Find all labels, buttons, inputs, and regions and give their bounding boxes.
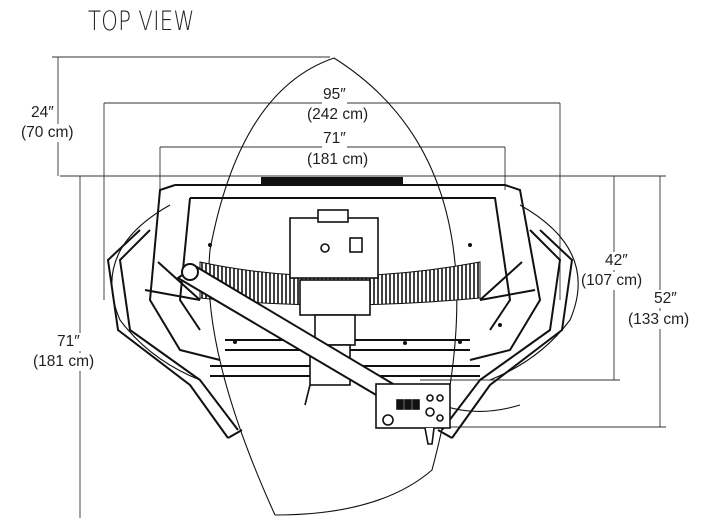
dim-overall-depth-cm: (133 cm) bbox=[627, 311, 691, 329]
dim-frame-width-cm: (181 cm) bbox=[306, 151, 370, 169]
dim-depth-rear-in: 24″ bbox=[30, 104, 55, 122]
dim-frame-depth-cm: (107 cm) bbox=[580, 272, 644, 290]
dim-frame-width-in: 71″ bbox=[322, 130, 347, 148]
dim-swing-depth-cm: (181 cm) bbox=[32, 353, 96, 371]
view-title: TOP VIEW bbox=[88, 6, 195, 37]
frame-bolts bbox=[208, 243, 502, 345]
dim-overall-depth-in: 52″ bbox=[653, 290, 678, 308]
dim-arc-width-in: 95″ bbox=[322, 86, 347, 104]
dim-depth-rear-cm: (70 cm) bbox=[20, 124, 75, 142]
dim-frame-depth-in: 42″ bbox=[604, 252, 629, 270]
dim-swing-depth-in: 71″ bbox=[56, 333, 81, 351]
center-carriage bbox=[289, 209, 379, 406]
control-panel bbox=[375, 383, 451, 445]
right-arm bbox=[437, 229, 574, 439]
left-arm bbox=[106, 229, 243, 439]
dim-arc-width-cm: (242 cm) bbox=[306, 106, 370, 124]
